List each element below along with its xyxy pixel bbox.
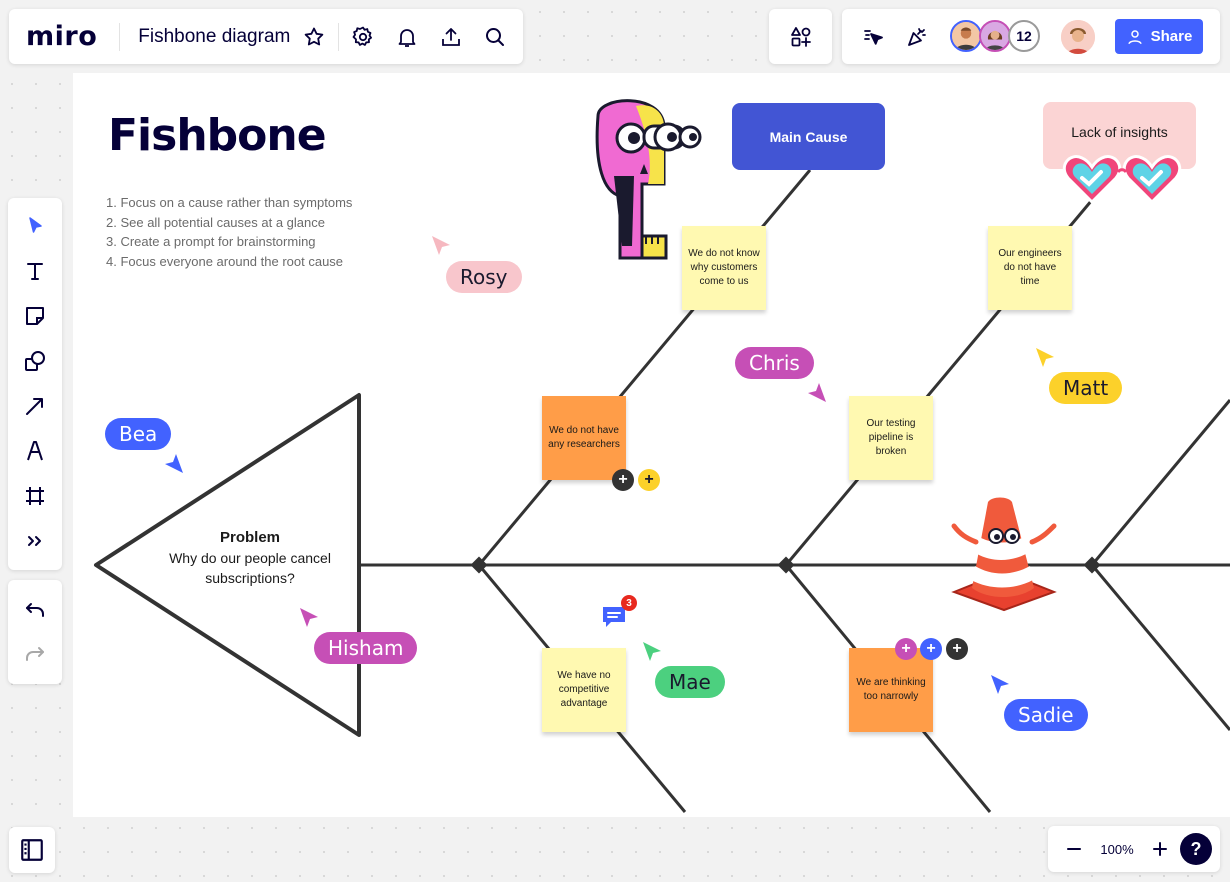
- cursor-arrow-icon: [991, 675, 1009, 694]
- shapes-icon[interactable]: [17, 343, 53, 379]
- step-item: 1. Focus on a cause rather than symptoms: [106, 195, 353, 210]
- arrow-line-icon[interactable]: [17, 388, 53, 424]
- cursor-label-hisham: Hisham: [314, 632, 418, 664]
- add-reaction-icon[interactable]: +: [946, 638, 968, 660]
- share-button[interactable]: Share: [1115, 19, 1203, 54]
- cursor-arrow-icon: [1036, 348, 1054, 367]
- problem-description: Why do our people cancel subscriptions?: [169, 550, 331, 586]
- cursor-arrow-icon: [432, 236, 450, 255]
- sticky-note-icon[interactable]: [17, 298, 53, 334]
- sticky-note[interactable]: We are thinking too narrowly: [849, 648, 933, 732]
- comment-icon: [603, 607, 625, 627]
- select-cursor-icon[interactable]: [17, 208, 53, 244]
- pen-icon[interactable]: [17, 433, 53, 469]
- help-button[interactable]: ?: [1180, 833, 1212, 865]
- heart-glasses-sticker[interactable]: [1062, 150, 1182, 206]
- joint-marker: [1083, 556, 1101, 574]
- comment-count-badge: 3: [621, 595, 637, 611]
- bone-line: [1090, 399, 1230, 566]
- cursor-arrow-icon: [643, 642, 661, 661]
- share-label: Share: [1150, 28, 1193, 45]
- cursor-follow-icon[interactable]: [856, 19, 892, 55]
- add-reaction-icon[interactable]: +: [920, 638, 942, 660]
- steps-list[interactable]: 1. Focus on a cause rather than symptoms…: [106, 193, 352, 271]
- star-icon[interactable]: [296, 19, 332, 55]
- left-toolbar: [8, 198, 62, 570]
- sticky-note[interactable]: We do not have any researchers: [542, 396, 626, 480]
- cursor-arrow-icon: [808, 383, 826, 402]
- gear-icon[interactable]: [345, 19, 381, 55]
- undo-icon[interactable]: [17, 592, 53, 628]
- cursor-arrow-icon: [165, 454, 183, 473]
- redo-icon[interactable]: [17, 636, 53, 672]
- undo-redo-panel: [8, 580, 62, 684]
- canvas-title[interactable]: Fishbone: [108, 110, 327, 161]
- step-item: 3. Create a prompt for brainstorming: [106, 234, 316, 249]
- celebrate-icon[interactable]: [899, 19, 935, 55]
- step-item: 2. See all potential causes at a glance: [106, 214, 325, 230]
- cursor-arrow-icon: [300, 608, 318, 627]
- problem-title: Problem: [219, 529, 280, 546]
- collaborator-count[interactable]: 12: [1008, 20, 1040, 52]
- cursor-label-sadie: Sadie: [1004, 699, 1088, 731]
- add-reaction-icon[interactable]: +: [638, 469, 660, 491]
- joint-marker: [777, 556, 795, 574]
- add-reaction-icon[interactable]: +: [612, 469, 634, 491]
- traffic-cone-sticker[interactable]: [948, 496, 1060, 612]
- sticky-note[interactable]: We do not know why customers come to us: [682, 226, 766, 310]
- cursor-label-bea: Bea: [105, 418, 172, 450]
- user-icon: [1127, 29, 1142, 44]
- board-canvas[interactable]: [73, 73, 1230, 817]
- more-tools-icon[interactable]: [17, 523, 53, 559]
- zoom-in-icon[interactable]: [1142, 831, 1178, 867]
- zoom-panel: 100% ?: [1048, 826, 1220, 872]
- board-panel-toggle[interactable]: [9, 827, 55, 873]
- problem-text[interactable]: Problem Why do our people cancel subscri…: [155, 528, 345, 588]
- miro-logo[interactable]: miro: [26, 21, 98, 52]
- zoom-out-icon[interactable]: [1056, 831, 1092, 867]
- cursor-label-chris: Chris: [735, 347, 814, 379]
- topbar-right-panel: 12 Share: [842, 9, 1220, 64]
- search-icon[interactable]: [477, 19, 513, 55]
- divider: [119, 22, 121, 51]
- step-item: 4. Focus everyone around the root cause: [106, 253, 344, 269]
- main-cause-card[interactable]: Main Cause: [732, 103, 885, 170]
- apps-panel: [769, 9, 832, 64]
- bone-line: [1090, 564, 1230, 731]
- sticky-note[interactable]: Our engineers do not have time: [988, 226, 1072, 310]
- sticky-note[interactable]: We have no competitive advantage: [542, 648, 626, 732]
- add-reaction-icon[interactable]: +: [895, 638, 917, 660]
- frame-icon[interactable]: [17, 478, 53, 514]
- topbar-left-panel: miro Fishbone diagram: [9, 9, 523, 64]
- board-title[interactable]: Fishbone diagram: [138, 25, 291, 47]
- user-avatar[interactable]: [1061, 20, 1095, 54]
- skull-sticker[interactable]: [584, 96, 704, 262]
- comment-bubble[interactable]: 3: [601, 595, 637, 629]
- text-tool-icon[interactable]: [17, 253, 53, 289]
- bell-icon[interactable]: [389, 19, 425, 55]
- cursor-label-matt: Matt: [1049, 372, 1123, 404]
- joint-marker: [470, 556, 488, 574]
- cursor-label-mae: Mae: [655, 666, 725, 698]
- sidebar-toggle-icon: [21, 839, 43, 861]
- upload-icon[interactable]: [433, 19, 469, 55]
- apps-icon[interactable]: [783, 19, 819, 55]
- divider: [338, 22, 340, 51]
- cursor-label-rosy: Rosy: [446, 261, 522, 293]
- sticky-note[interactable]: Our testing pipeline is broken: [849, 396, 933, 480]
- zoom-level[interactable]: 100%: [1100, 841, 1134, 857]
